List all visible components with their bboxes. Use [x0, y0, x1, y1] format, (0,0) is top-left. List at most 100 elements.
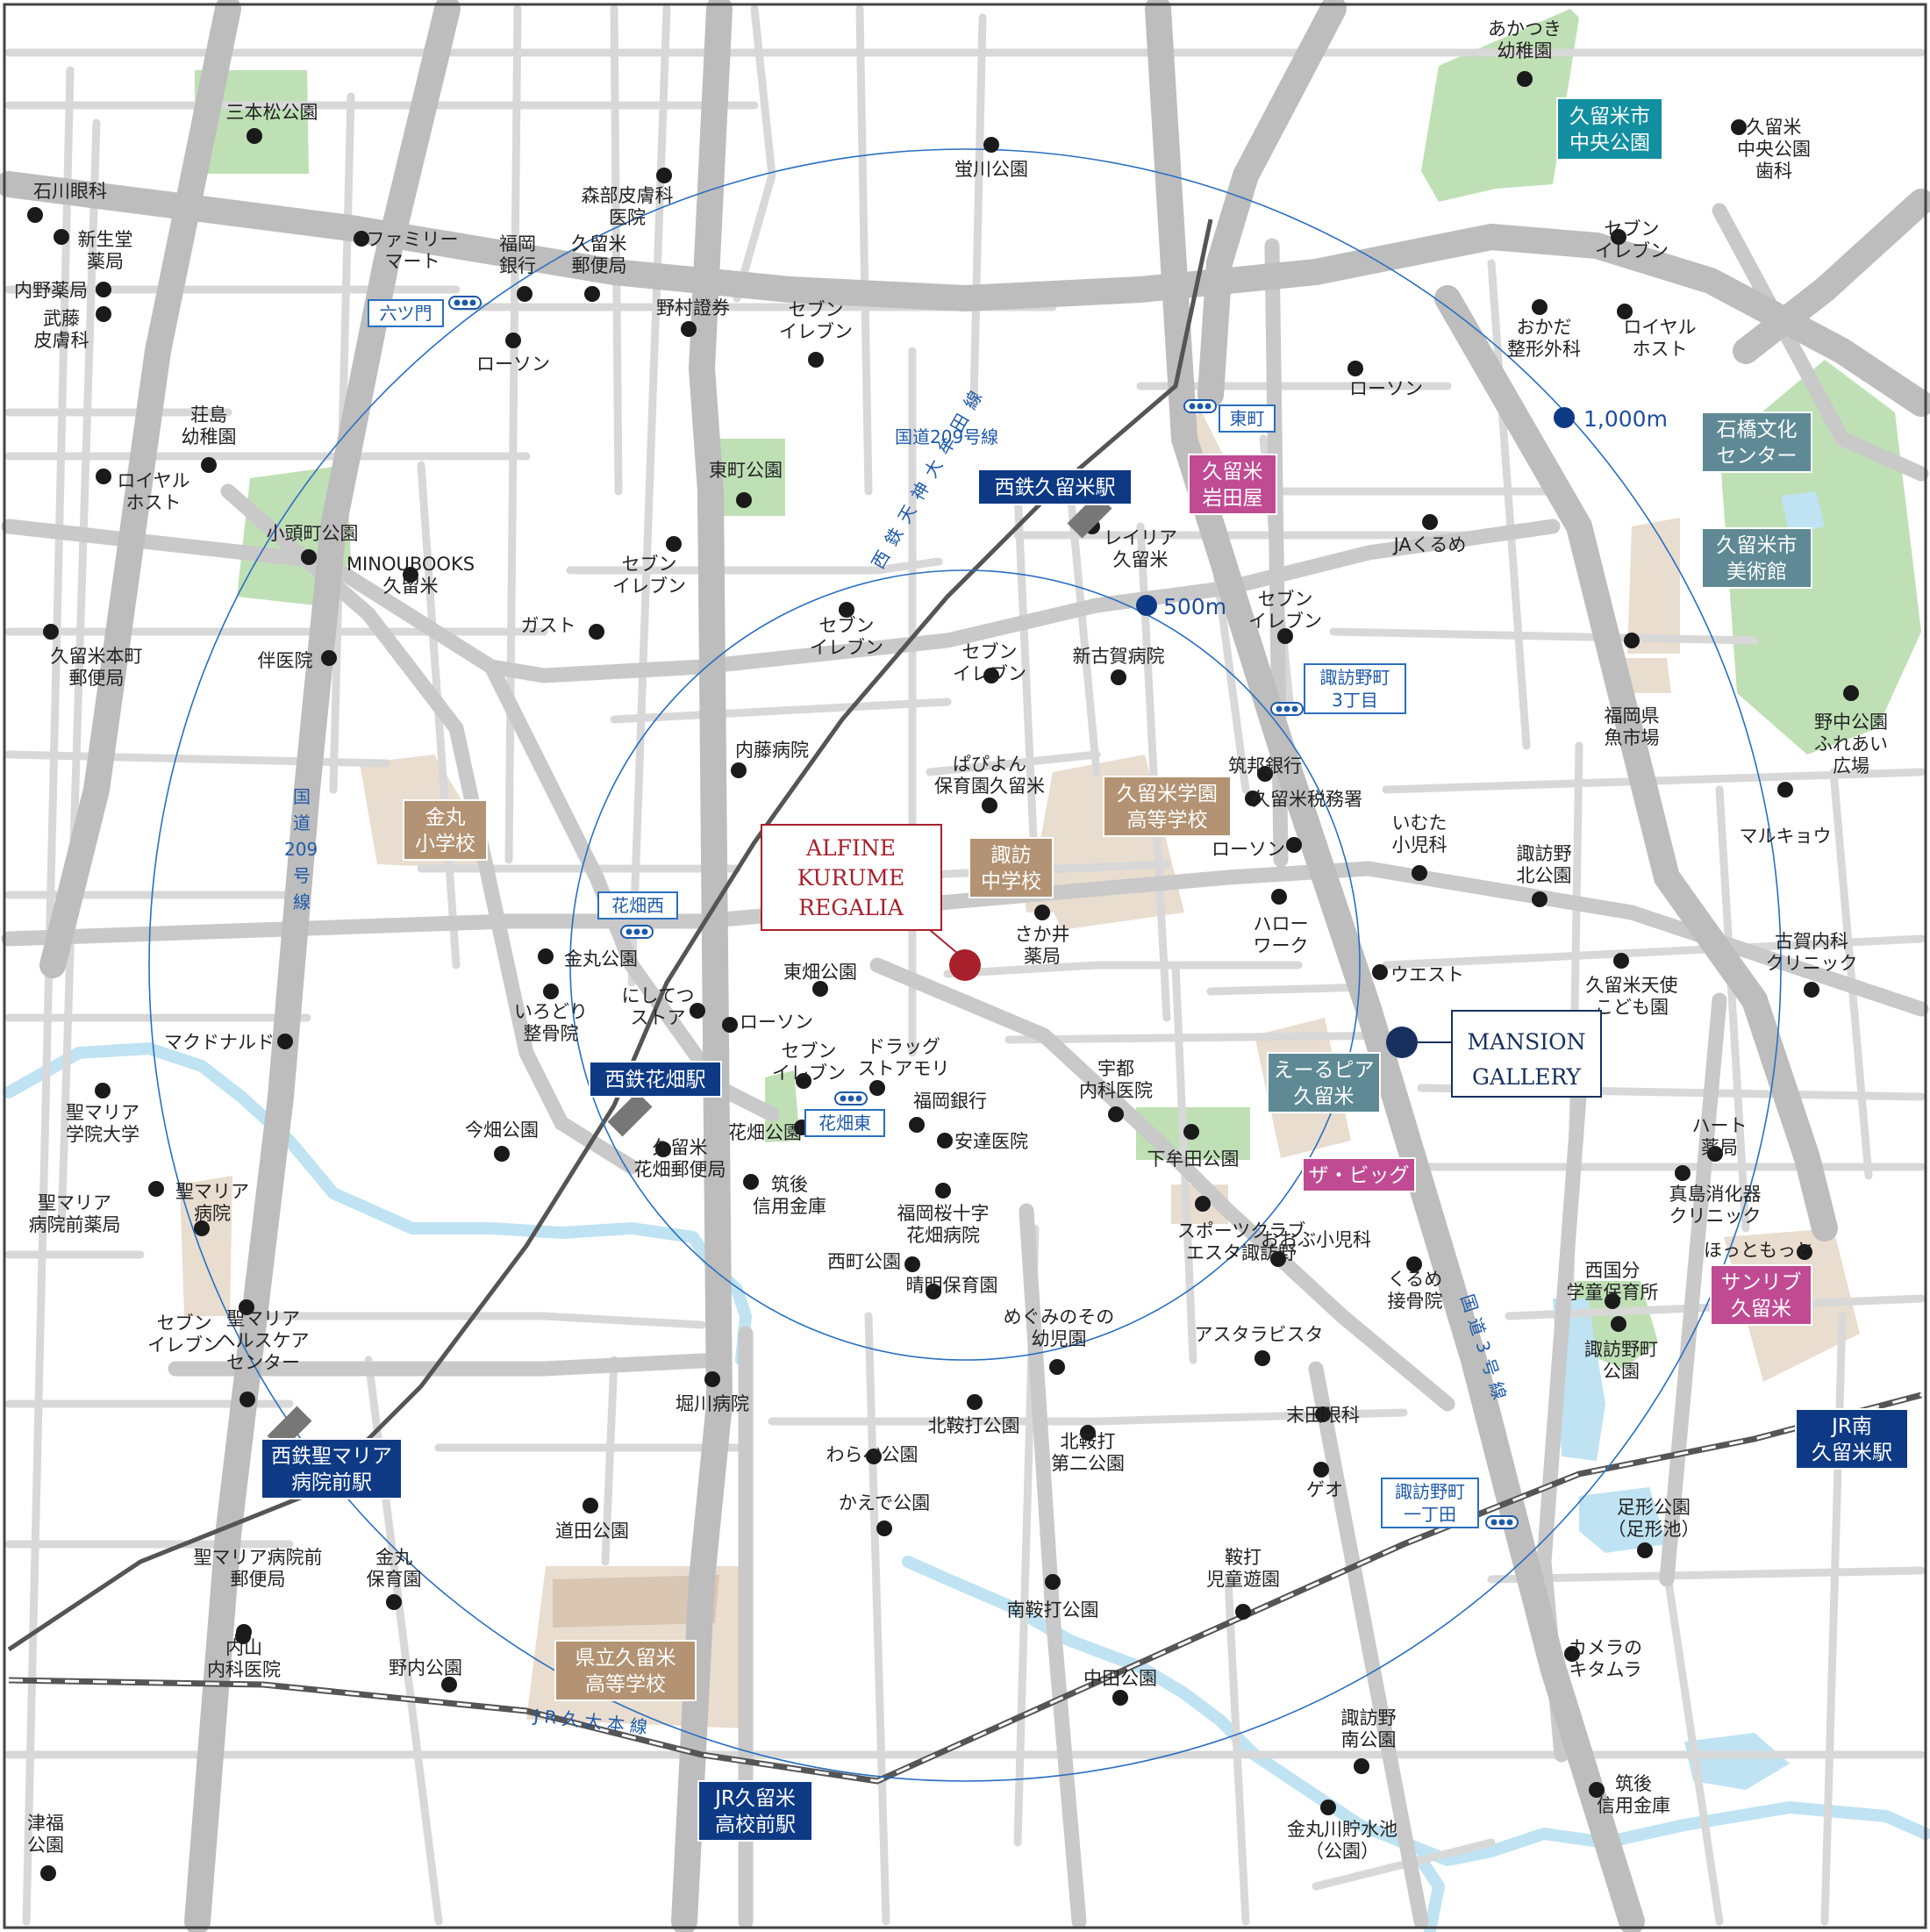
poi-dot[interactable] — [1257, 766, 1273, 782]
poi-dot[interactable] — [1406, 1256, 1422, 1272]
poi-dot[interactable] — [386, 1594, 402, 1610]
poi[interactable]: アスタラビスタ — [1195, 1324, 1324, 1366]
poi-dot[interactable] — [43, 624, 59, 640]
poi-dot[interactable] — [704, 1371, 720, 1387]
poi-dot[interactable] — [1372, 964, 1388, 980]
poi-dot[interactable] — [876, 1521, 892, 1536]
poi[interactable]: 堀川病院 — [676, 1371, 749, 1414]
poi-dot[interactable] — [201, 457, 217, 473]
poi-dot[interactable] — [666, 536, 682, 552]
poi-dot[interactable] — [1777, 782, 1793, 798]
poi-dot[interactable] — [909, 1117, 925, 1133]
poi-dot[interactable] — [983, 668, 999, 683]
poi-dot[interactable] — [543, 984, 559, 999]
poi[interactable]: 今畑公園 — [465, 1120, 539, 1162]
poi[interactable]: 蛍川公園 — [954, 137, 1028, 180]
poi-dot[interactable] — [403, 567, 418, 583]
poi[interactable]: 花畑公園 — [728, 1120, 810, 1143]
poi-dot[interactable] — [95, 1083, 111, 1098]
poi-dot[interactable] — [937, 1133, 953, 1148]
property-marker[interactable]: ALFINE KURUME REGALIA — [761, 824, 981, 981]
poi-dot[interactable] — [40, 1865, 56, 1881]
poi-dot[interactable] — [731, 762, 747, 778]
poi[interactable]: わらべ公園 — [826, 1444, 919, 1465]
poi[interactable]: 晴明保育園 — [906, 1275, 998, 1299]
poi-dot[interactable] — [1804, 982, 1819, 998]
poi-dot[interactable] — [1613, 953, 1629, 969]
poi[interactable]: マクドナルド — [164, 1032, 293, 1053]
poi-dot[interactable] — [1045, 1574, 1061, 1590]
poi-dot[interactable] — [1195, 1196, 1211, 1212]
poi-dot[interactable] — [583, 1498, 598, 1513]
poi-dot[interactable] — [321, 650, 337, 666]
poi[interactable]: おおぶ小児科 — [1261, 1229, 1371, 1267]
poi[interactable]: 福岡銀行 — [909, 1091, 987, 1133]
poi[interactable]: ローソン — [722, 1012, 813, 1033]
poi[interactable]: 東畑公園 — [783, 962, 857, 997]
poi-dot[interactable] — [982, 798, 997, 813]
poi-dot[interactable] — [1422, 514, 1438, 530]
poi-dot[interactable] — [1108, 1106, 1124, 1122]
poi[interactable]: 三本松公園 — [226, 102, 318, 144]
poi[interactable]: 伴医院 — [258, 650, 338, 671]
poi-dot[interactable] — [194, 1220, 210, 1236]
poi-dot[interactable] — [1111, 669, 1126, 685]
poi-dot[interactable] — [148, 1181, 164, 1197]
poi-dot[interactable] — [1707, 1146, 1723, 1162]
poi-dot[interactable] — [743, 1174, 759, 1190]
poi[interactable]: 金丸公園 — [538, 948, 638, 970]
poi-dot[interactable] — [1617, 304, 1633, 319]
poi-dot[interactable] — [1313, 1462, 1329, 1478]
poi-dot[interactable] — [1354, 1758, 1369, 1774]
poi-dot[interactable] — [866, 1449, 882, 1464]
poi-dot[interactable] — [983, 137, 999, 153]
poi-dot[interactable] — [1320, 1800, 1336, 1815]
bus-stop[interactable]: 六ツ門 — [368, 296, 482, 327]
bus-stop[interactable]: 東町 — [1183, 399, 1276, 433]
poi-dot[interactable] — [354, 231, 369, 247]
poi[interactable]: ローソン — [1347, 361, 1423, 399]
poi[interactable]: 下牟田公園 — [1147, 1124, 1240, 1170]
poi[interactable]: 金丸川貯水池（公園） — [1287, 1800, 1397, 1862]
poi-dot[interactable] — [27, 207, 43, 223]
poi-dot[interactable] — [690, 1003, 705, 1019]
poi-dot[interactable] — [839, 602, 854, 618]
poi-dot[interactable] — [655, 1141, 671, 1157]
poi-dot[interactable] — [1564, 1646, 1580, 1662]
poi-dot[interactable] — [1271, 889, 1287, 905]
poi[interactable]: 末田眼科 — [1286, 1405, 1360, 1426]
poi[interactable]: 福岡銀行 — [499, 233, 536, 302]
poi[interactable]: 野内公園 — [389, 1657, 462, 1692]
station-label[interactable]: 西鉄花畑駅 — [589, 1061, 722, 1098]
poi[interactable]: 中田公園 — [1083, 1668, 1157, 1706]
poi-dot[interactable] — [247, 128, 262, 144]
poi-dot[interactable] — [301, 549, 317, 565]
poi-dot[interactable] — [1605, 1293, 1620, 1309]
poi-dot[interactable] — [494, 1146, 510, 1162]
poi[interactable]: 久留米税務署 — [1245, 789, 1362, 810]
poi[interactable]: 足形公園（足形池） — [1608, 1497, 1700, 1558]
poi-dot[interactable] — [1797, 1244, 1812, 1260]
poi[interactable]: ローソン — [476, 333, 550, 375]
